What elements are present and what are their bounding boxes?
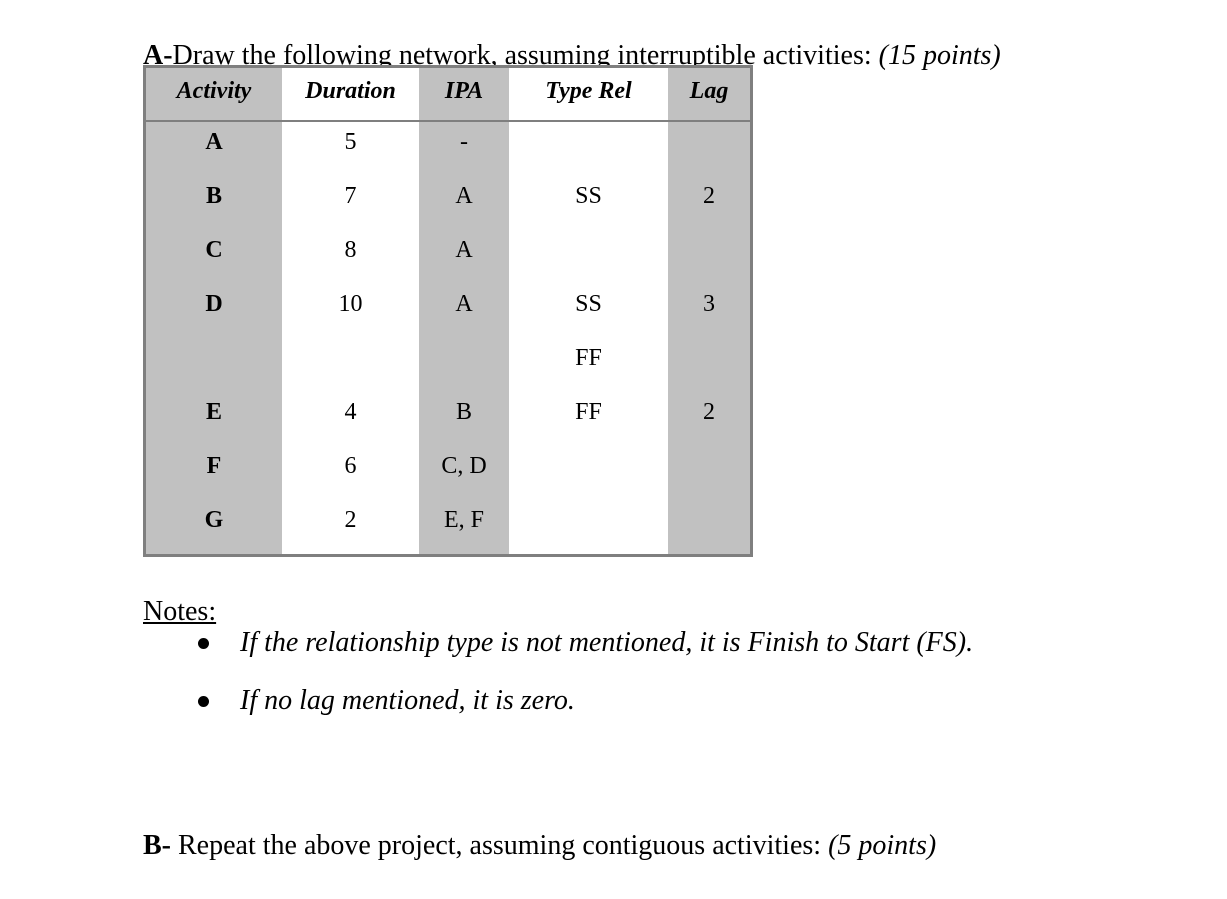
notes-heading: Notes: — [143, 596, 217, 627]
cell-ipa: A — [419, 230, 509, 284]
cell-activity: G — [146, 500, 282, 554]
note-item: If the relationship type is not mentione… — [143, 626, 973, 660]
cell-type-rel — [509, 446, 668, 500]
cell-duration: 6 — [344, 453, 357, 479]
cell-ipa: - — [419, 122, 509, 176]
cell-duration: 7 — [344, 183, 357, 209]
cell-duration: 5 — [344, 129, 357, 155]
cell-type-rel: SS — [575, 291, 602, 317]
cell-type-rel — [509, 230, 668, 284]
cell-ipa: C, D — [419, 446, 509, 500]
cell-lag: 2 — [668, 176, 750, 230]
cell-activity: A — [146, 122, 282, 176]
cell-activity — [146, 338, 282, 392]
cell-lag — [668, 500, 750, 554]
cell-ipa: B — [419, 392, 509, 446]
cell-activity: B — [146, 176, 282, 230]
question-a-points: (15 points) — [878, 40, 1001, 71]
cell-activity: E — [146, 392, 282, 446]
cell-lag: 3 — [668, 284, 750, 338]
cell-duration: 4 — [344, 399, 357, 425]
cell-activity: D — [146, 284, 282, 338]
cell-ipa: A — [419, 176, 509, 230]
cell-duration — [282, 338, 419, 392]
column-header-type-rel: Type Rel — [509, 68, 668, 122]
cell-type-rel — [509, 122, 668, 176]
cell-ipa — [419, 338, 509, 392]
cell-lag — [668, 122, 750, 176]
cell-duration: 8 — [344, 237, 357, 263]
notes-list: If the relationship type is not mentione… — [143, 626, 973, 742]
cell-lag — [668, 446, 750, 500]
cell-duration: 2 — [344, 507, 357, 533]
cell-lag: 2 — [668, 392, 750, 446]
cell-type-rel: FF — [575, 399, 602, 425]
cell-ipa: A — [419, 284, 509, 338]
cell-ipa: E, F — [419, 500, 509, 554]
bullet-icon — [198, 696, 209, 707]
cell-activity: F — [146, 446, 282, 500]
cell-activity: C — [146, 230, 282, 284]
question-b-label: B- — [143, 830, 171, 861]
question-b-text: Repeat the above project, assuming conti… — [171, 830, 829, 861]
column-header-activity: Activity — [146, 68, 282, 122]
cell-type-rel: FF — [575, 345, 602, 371]
note-text: If the relationship type is not mentione… — [240, 627, 974, 658]
question-b-heading: B- Repeat the above project, assuming co… — [143, 829, 936, 863]
note-item: If no lag mentioned, it is zero. — [143, 684, 973, 718]
note-text: If no lag mentioned, it is zero. — [240, 685, 575, 716]
cell-duration: 10 — [338, 291, 363, 317]
cell-lag — [668, 338, 750, 392]
column-header-lag: Lag — [668, 68, 750, 122]
cell-type-rel: SS — [575, 183, 602, 209]
bullet-icon — [198, 638, 209, 649]
column-header-ipa: IPA — [419, 68, 509, 122]
cell-lag — [668, 230, 750, 284]
cell-type-rel — [509, 500, 668, 554]
activity-table: Activity Duration IPA Type Rel Lag A 5 -… — [143, 65, 753, 557]
question-b-points: (5 points) — [828, 830, 937, 861]
column-header-duration: Duration — [282, 68, 419, 122]
